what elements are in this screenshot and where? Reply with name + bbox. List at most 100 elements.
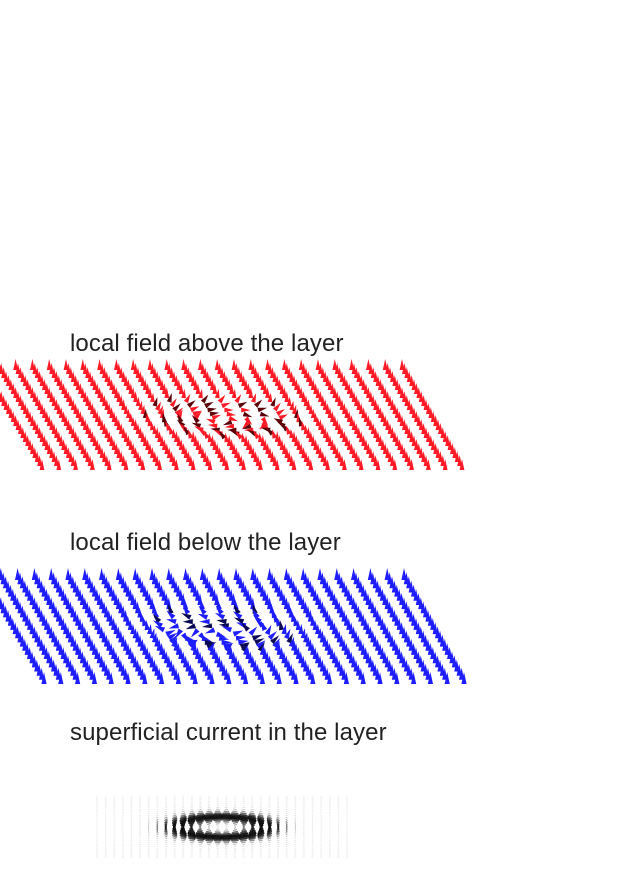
current-arrow [182, 840, 185, 841]
current-arrow [232, 840, 238, 841]
current-arrow [165, 840, 166, 841]
field-cone [204, 402, 214, 408]
current-arrow [148, 836, 149, 837]
current-arrow [312, 820, 313, 821]
field-cone [224, 408, 233, 413]
current-arrow [338, 846, 339, 847]
current-arrow [321, 838, 322, 839]
current-arrow [123, 817, 124, 818]
current-arrow [197, 838, 204, 839]
current-arrow [304, 815, 305, 816]
current-arrow [140, 813, 141, 814]
current-arrow [277, 817, 279, 818]
current-arrow [97, 838, 98, 839]
current-arrow [148, 840, 149, 841]
current-arrow [189, 838, 194, 839]
field-cone [169, 623, 180, 628]
current-arrow [190, 813, 194, 814]
current-arrow [347, 840, 348, 841]
current-arrow [165, 831, 167, 833]
current-arrow [165, 813, 166, 814]
current-arrow [207, 832, 212, 833]
current-arrow [304, 838, 305, 839]
current-arrow [241, 813, 246, 814]
field-cone [223, 420, 233, 426]
current-arrow [330, 838, 331, 839]
current-arrow [295, 840, 296, 841]
current-arrow [277, 831, 279, 833]
current-arrow [157, 829, 158, 830]
current-arrow [205, 817, 213, 818]
field-cone [191, 628, 200, 637]
current-arrow [173, 838, 176, 839]
current-arrow [234, 830, 237, 831]
current-arrow [321, 820, 322, 821]
current-arrow [304, 820, 305, 821]
field-cone [208, 424, 218, 429]
current-arrow [295, 834, 296, 835]
current-arrow [330, 815, 331, 816]
field-cone [202, 623, 212, 628]
field-cone [279, 620, 284, 631]
current-arrow [182, 813, 185, 814]
current-arrow [114, 836, 115, 837]
current-arrow [250, 838, 255, 839]
current-arrow [329, 846, 330, 847]
field-cone [216, 619, 227, 624]
current-arrow [199, 829, 202, 831]
current-arrow [140, 820, 141, 821]
current-arrow [295, 838, 296, 839]
field-cone [227, 412, 237, 417]
current-arrow [157, 832, 158, 833]
current-arrow [140, 834, 141, 835]
field-cone [221, 403, 231, 409]
current-arrow [231, 838, 239, 839]
current-arrow [208, 823, 211, 824]
current-arrow [105, 846, 106, 847]
field-cone [198, 614, 208, 620]
current-arrow [157, 823, 158, 824]
current-arrow [243, 825, 244, 827]
current-arrow [259, 813, 262, 814]
current-arrow [157, 840, 158, 841]
current-arrow [114, 838, 115, 839]
panel-title-surface-current: superficial current in the layer [70, 719, 387, 747]
current-arrow [165, 836, 167, 837]
current-arrow [226, 826, 227, 827]
field-cone [257, 408, 267, 413]
current-arrow [232, 819, 239, 820]
current-arrow [97, 813, 98, 814]
current-arrow [97, 815, 98, 816]
current-arrow [131, 817, 132, 818]
current-arrow [97, 807, 98, 808]
current-arrow [329, 813, 330, 814]
current-arrow [259, 840, 262, 841]
current-arrow [250, 813, 254, 814]
current-arrow [200, 827, 201, 829]
current-arrow [235, 826, 236, 827]
current-arrow [181, 815, 185, 816]
current-arrow [338, 813, 339, 814]
current-arrow [114, 840, 115, 841]
current-arrow [304, 817, 305, 818]
current-arrow [148, 834, 149, 835]
surface-current-plot [0, 785, 380, 870]
current-arrow [232, 813, 238, 814]
current-arrow [241, 840, 246, 841]
field-cone [243, 412, 253, 418]
current-arrow [206, 840, 212, 841]
current-arrow [140, 817, 141, 818]
current-arrow [312, 817, 313, 818]
current-arrow [148, 838, 149, 839]
current-arrow [321, 817, 322, 818]
current-arrow [321, 815, 322, 816]
field-cone [249, 627, 258, 636]
current-arrow [97, 842, 98, 843]
current-arrow [329, 807, 330, 808]
current-arrow [157, 817, 158, 818]
current-arrow [114, 807, 115, 808]
current-arrow [114, 815, 115, 816]
panel-title-field-below: local field below the layer [70, 529, 341, 557]
current-arrow [286, 813, 287, 814]
current-arrow [242, 829, 245, 831]
